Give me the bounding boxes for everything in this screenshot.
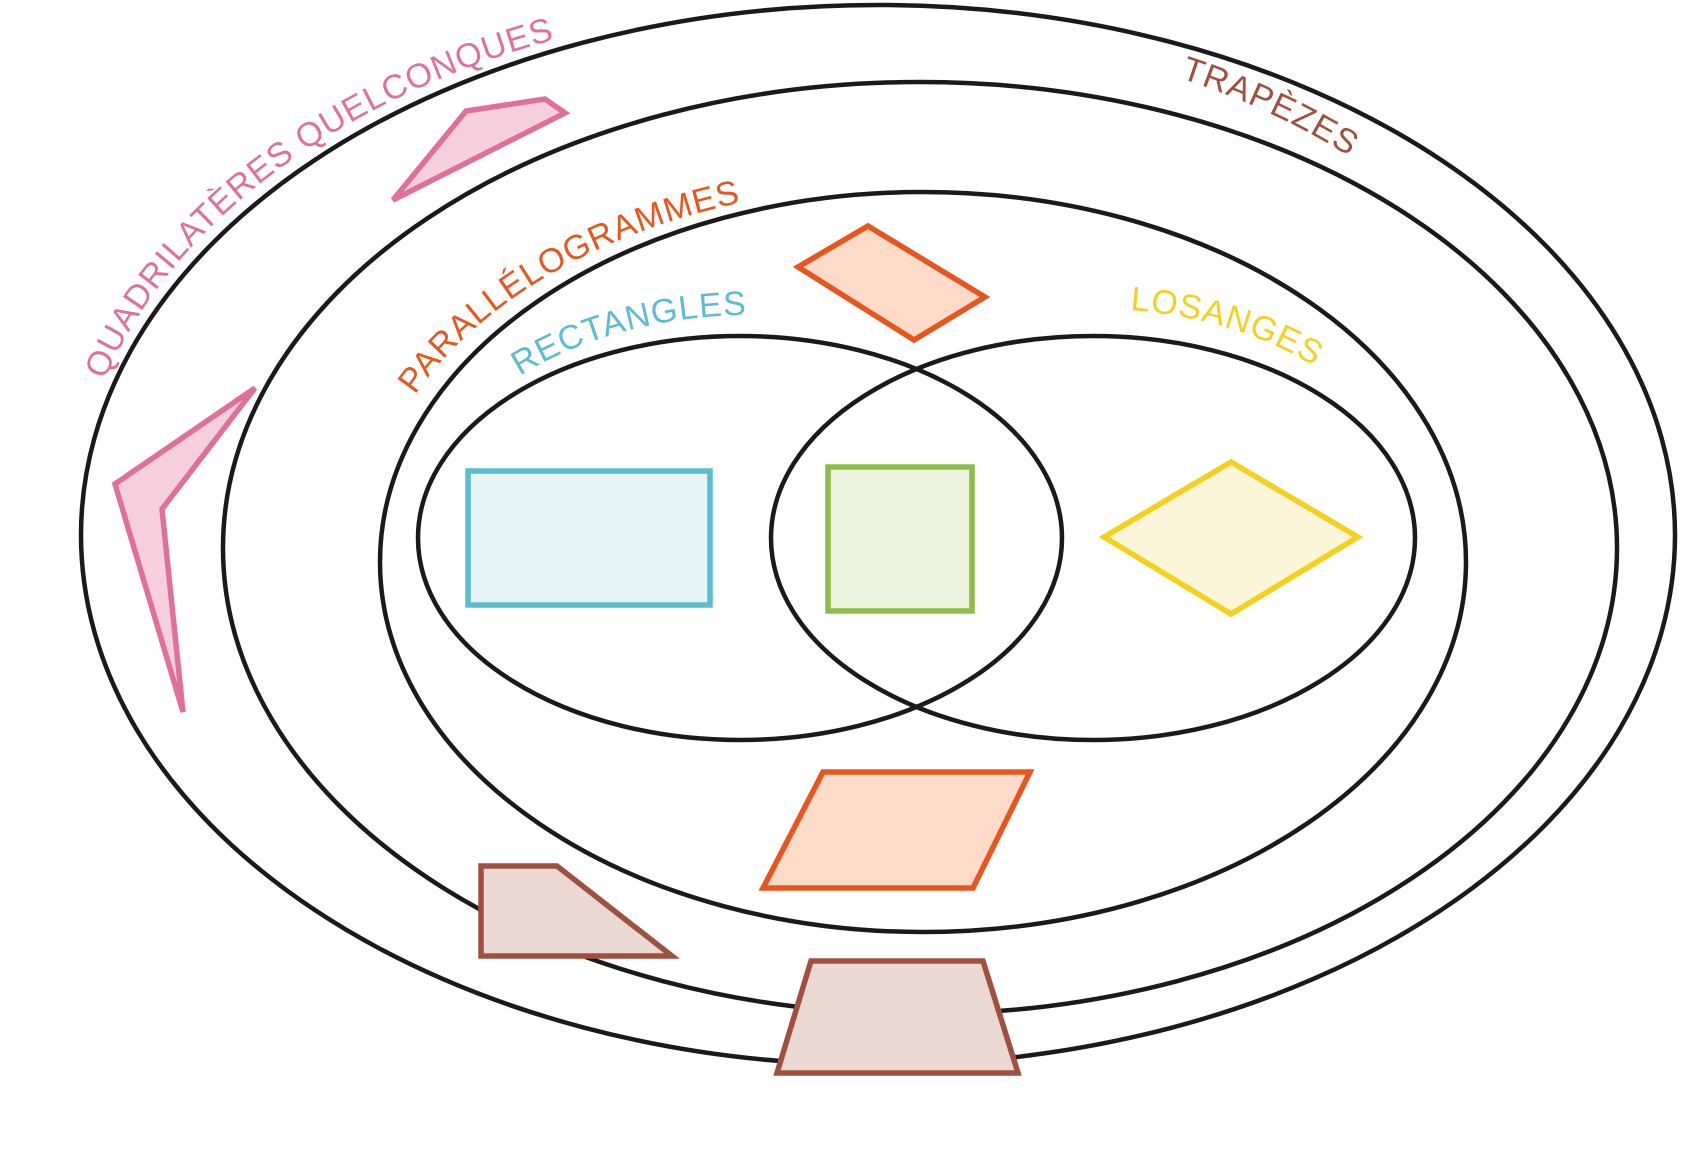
quadrilatere-concave-shape	[111, 385, 258, 713]
parallelogramme-shape	[758, 769, 1035, 891]
rectangle-shape	[465, 468, 713, 608]
losange-shape	[1098, 458, 1364, 618]
parallelogramme-small-shape	[792, 222, 991, 344]
rectangles-set-outline	[415, 333, 1065, 743]
quadrilatere-quelconque-shape	[390, 96, 571, 203]
losanges-set-outline	[768, 333, 1418, 743]
parallelogrammes-set-outline	[377, 189, 1469, 935]
carre-shape	[825, 464, 975, 614]
trapeze-isocele-shape	[773, 958, 1022, 1076]
trapeze-rectangle-shape	[478, 863, 680, 959]
